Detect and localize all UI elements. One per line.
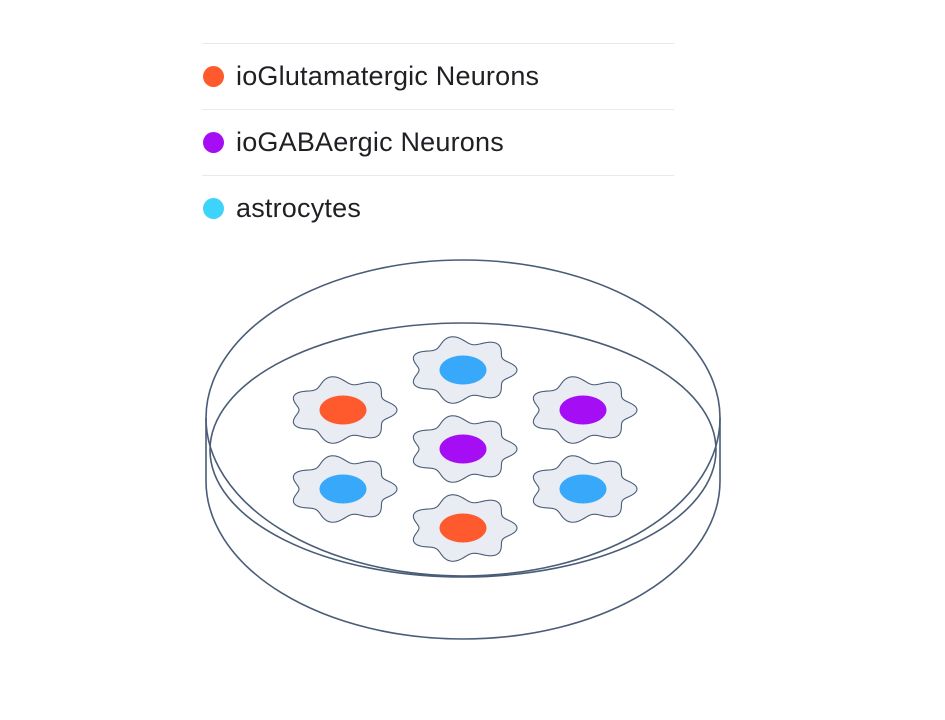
cell-nucleus xyxy=(559,395,607,425)
legend-item-glutamatergic: ioGlutamatergic Neurons xyxy=(202,43,674,109)
cell-culture xyxy=(292,336,638,562)
cell-astrocyte xyxy=(532,455,638,523)
cell-nucleus xyxy=(319,395,367,425)
dish-inner-floor xyxy=(209,322,717,578)
cell-nucleus xyxy=(439,513,487,543)
cell-astrocyte xyxy=(412,336,518,404)
cyan-dot-icon xyxy=(203,198,224,219)
dish-rim xyxy=(205,417,721,577)
cell-nucleus xyxy=(559,474,607,504)
legend-label: astrocytes xyxy=(236,193,362,223)
cell-gabaergic xyxy=(412,415,518,483)
legend-label: ioGABAergic Neurons xyxy=(236,127,504,157)
cell-nucleus xyxy=(439,355,487,385)
cell-nucleus xyxy=(319,474,367,504)
cell-glutamatergic xyxy=(412,494,518,562)
legend-item-gabaergic: ioGABAergic Neurons xyxy=(202,109,674,175)
cell-astrocyte xyxy=(292,455,398,523)
legend-label: ioGlutamatergic Neurons xyxy=(236,61,540,91)
cell-nucleus xyxy=(439,434,487,464)
orange-dot-icon xyxy=(203,66,224,87)
cell-gabaergic xyxy=(532,376,638,444)
cell-glutamatergic xyxy=(292,376,398,444)
legend: ioGlutamatergic Neurons ioGABAergic Neur… xyxy=(202,43,674,241)
legend-item-astrocytes: astrocytes xyxy=(202,175,674,241)
purple-dot-icon xyxy=(203,132,224,153)
